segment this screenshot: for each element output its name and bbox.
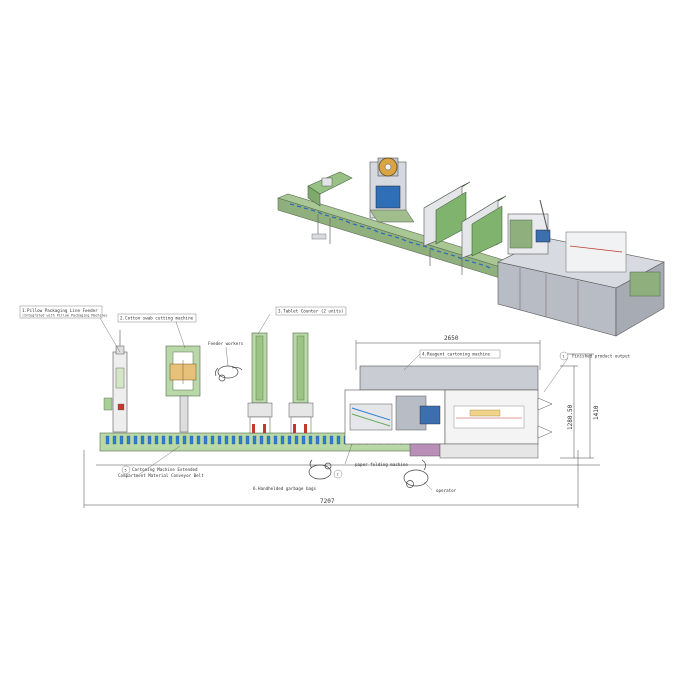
label-cartoning-machine: 4.Reagent cartoning machine: [419, 349, 501, 359]
dimension-lines: [83, 340, 600, 508]
operator-icon: [403, 459, 429, 488]
label-garbage-bags: 6.Handhelded garbage bags: [253, 486, 317, 491]
svg-text:Finished product output: Finished product output: [572, 354, 630, 359]
svg-text:Cartoning Machine Extended: Cartoning Machine Extended: [132, 467, 198, 472]
dimension-height-outer: 1410: [593, 405, 600, 420]
dimension-height-inner: 1280.50: [567, 404, 574, 430]
svg-text:5: 5: [125, 468, 127, 472]
svg-text:1.Pillow Packaging Line Feeder: 1.Pillow Packaging Line Feeder: [22, 308, 98, 313]
svg-text:3.Tablet Counter (2 units): 3.Tablet Counter (2 units): [278, 309, 344, 314]
side-view: [83, 313, 600, 508]
label-pillow-feeder: 1.Pillow Packaging Line Feeder (Integrat…: [19, 305, 108, 319]
iso-conveyor-belt: [289, 203, 491, 269]
svg-text:paper folding machine: paper folding machine: [355, 462, 408, 467]
isometric-view: [277, 157, 665, 337]
swab-cutting-machine: [165, 345, 201, 433]
tablet-counter-2: [288, 332, 314, 434]
svg-text:2: 2: [337, 472, 339, 476]
iso-cartoning-machine: [497, 199, 665, 337]
label-tablet-counter: 3.Tablet Counter (2 units): [275, 306, 347, 316]
cartoning-machine: [344, 365, 553, 459]
dimension-machine-length: 2650: [444, 335, 459, 342]
label-swab-cutting: 2.Cotton swab cutting machine: [117, 313, 197, 323]
feeder-worker-icon: [214, 365, 243, 382]
leader-lines: [99, 313, 569, 491]
tablet-counter-1: [247, 332, 273, 434]
iso-tablet-counters: [423, 181, 507, 259]
label-paper-folding: paper folding machine 2: [333, 462, 408, 479]
svg-text:2.Cotton swab cutting machine: 2.Cotton swab cutting machine: [120, 316, 194, 321]
iso-swab-cutter: [369, 157, 415, 223]
garbage-worker-icon: [308, 459, 332, 480]
label-conveyor: 5 Cartoning Machine Extended Compartment…: [118, 465, 204, 478]
dimension-total-length: 7207: [320, 498, 335, 505]
svg-text:(Integrated with Pillow Packag: (Integrated with Pillow Packaging Machin…: [22, 314, 108, 318]
svg-text:1: 1: [563, 354, 565, 358]
label-feeder-workers: Feeder workers: [208, 341, 244, 346]
svg-text:Compartment Material Conveyor: Compartment Material Conveyor Belt: [118, 473, 204, 478]
svg-text:4.Reagent cartoning machine: 4.Reagent cartoning machine: [422, 352, 491, 357]
pillow-feeder-machine: [103, 330, 128, 433]
label-finished-output: 1 Finished product output: [559, 351, 630, 361]
label-operator: operator: [436, 488, 457, 493]
